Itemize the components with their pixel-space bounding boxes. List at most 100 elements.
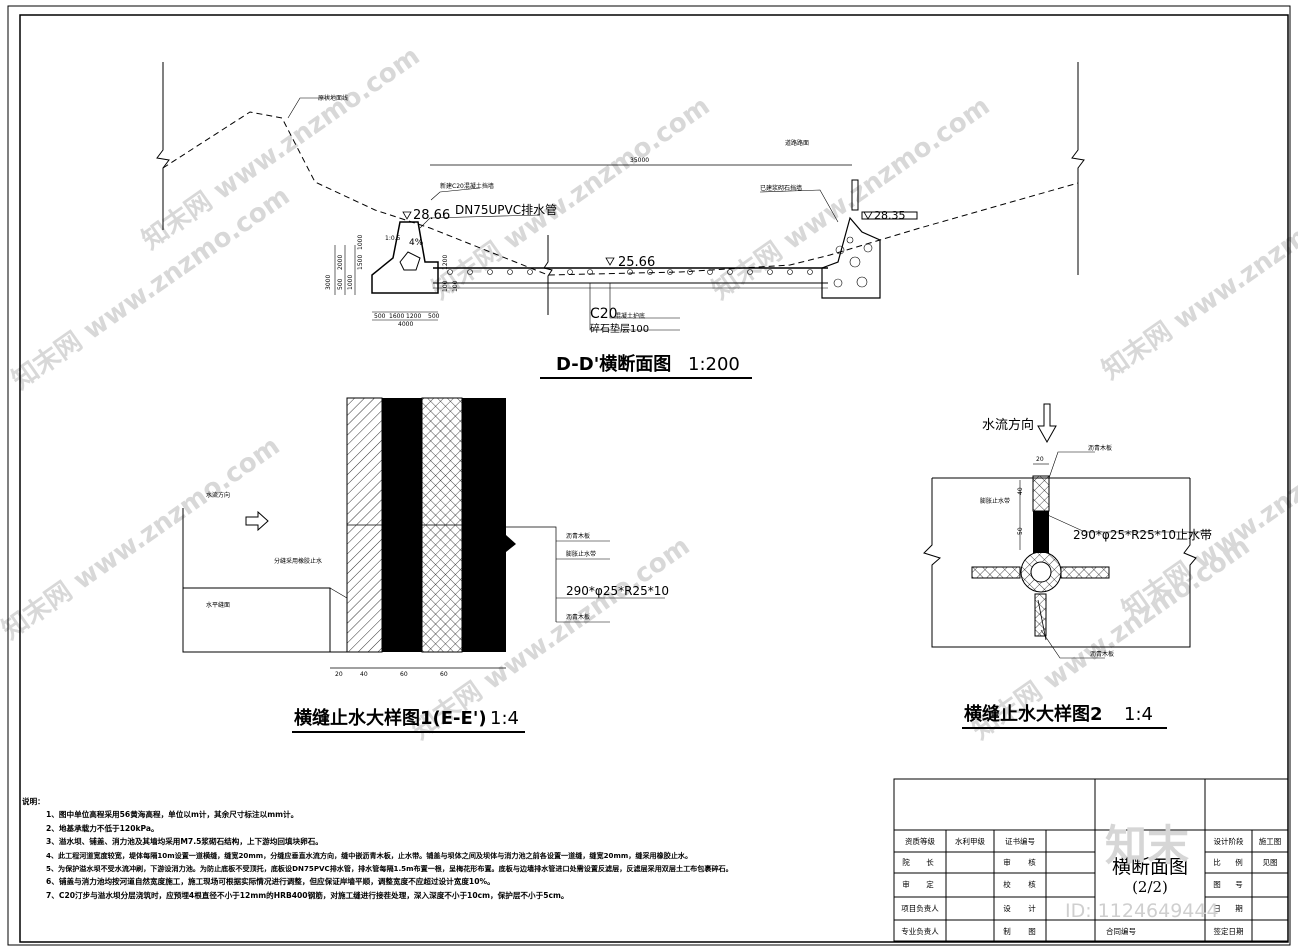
- d2-bottom-label: 沥青木板: [1090, 650, 1114, 658]
- drawing-sub: (2/2): [1132, 878, 1168, 896]
- tb-cell: 签定日期: [1213, 927, 1244, 936]
- tb-cell: 设计阶段: [1213, 837, 1244, 846]
- tb-cell: 院: [902, 858, 910, 867]
- gradient-label: 4%: [409, 238, 424, 248]
- watermark: 知末网 www.znzmo.com: [137, 41, 426, 256]
- note-item: 6、铺盖与消力池均按河道自然宽度施工，施工现场可根据实际情况进行调整，但应保证岸…: [46, 877, 495, 887]
- dim-v: 2000: [337, 255, 344, 270]
- tb-cell: 长: [926, 858, 934, 867]
- detail2-title: 横缝止水大样图2: [964, 703, 1103, 725]
- dim-b: 500: [428, 313, 440, 320]
- tb-cell: 核: [1028, 880, 1036, 889]
- tb-cell: 审: [902, 880, 910, 889]
- title-block-frame: [893, 778, 1289, 942]
- tb-cell: 例: [1235, 858, 1243, 867]
- outer-border: [7, 5, 1291, 946]
- dim-b: 4000: [398, 321, 413, 328]
- dim-v: 1000: [347, 275, 354, 290]
- c20-label: C20: [590, 306, 618, 322]
- watermark: 知末网 www.znzmo.com: [707, 91, 996, 306]
- tb-cell: 合同编号: [1106, 927, 1136, 936]
- dim-b: 1600: [389, 313, 404, 320]
- d1-legend: 膨胀止水带: [566, 550, 596, 558]
- tb-cell: 计: [1028, 904, 1036, 913]
- watermark: 知末网 www.znzmo.com: [7, 181, 296, 396]
- d1-joint-label: 分缝采用橡胶止水: [274, 557, 322, 565]
- c20-rest-label: 混凝土护底: [615, 312, 645, 320]
- elev-left: 28.66: [413, 208, 450, 223]
- id-text: ID: 1124649444: [1065, 900, 1219, 922]
- detail-1: 水流方向 分缝采用橡胶止水 水平缝面 沥青木板 膨胀止水带 290*φ25*R2…: [182, 397, 669, 733]
- dim-v: 100: [452, 280, 459, 292]
- d1-dim: 60: [400, 671, 408, 678]
- elev-right: 28.35: [874, 209, 906, 222]
- tb-cell: 专业负责人: [901, 927, 939, 936]
- section-dd-scale: 1:200: [688, 354, 740, 375]
- note-item: 5、为保护溢水坝不受水流冲刷，下游设消力池。为防止底板不受顶托，底板设DN75P…: [46, 864, 733, 874]
- tb-cell: 日: [1213, 904, 1221, 913]
- left-wall-label: 新建C20混凝土挡墙: [440, 182, 494, 190]
- tb-cell: 期: [1235, 904, 1243, 913]
- inner-border: [19, 14, 1289, 943]
- road-label: 道路路面: [785, 139, 809, 147]
- gravel-label: 碎石垫层100: [590, 322, 649, 335]
- elev-bed: 25.66: [618, 255, 655, 270]
- section-dd: [156, 62, 1085, 379]
- right-wall-label: 已建浆砌石挡墙: [760, 184, 802, 192]
- tb-cell: 见图: [1262, 858, 1278, 867]
- tb-cell: 校: [1003, 880, 1011, 889]
- watermarks: 知末网 www.znzmo.com 知末网 www.znzmo.com 知末网 …: [0, 41, 1298, 746]
- d2-dim: 40: [1017, 487, 1024, 495]
- d1-flow-label: 水流方向: [206, 491, 230, 499]
- tb-cell: 核: [1028, 858, 1036, 867]
- tb-cell: 图: [1028, 927, 1036, 936]
- natural-ground-label: 原状地面线: [318, 94, 348, 102]
- d1-horizontal-label: 水平缝面: [206, 601, 230, 609]
- tb-cell: 审: [1003, 858, 1011, 867]
- watermark: 知末网 www.znzmo.com: [0, 431, 285, 646]
- detail2-scale: 1:4: [1124, 704, 1153, 725]
- dim-v: 1500: [357, 255, 364, 270]
- detail1-title: 横缝止水大样图1(E-E'): [294, 707, 487, 729]
- watermark: 知末网 www.znzmo.com: [1117, 411, 1298, 626]
- tb-cell: 施工图: [1258, 837, 1282, 846]
- dim-v: 1000: [357, 235, 364, 250]
- detail1-scale: 1:4: [490, 708, 519, 729]
- note-item: 7、C20汀步与溢水坝分层浇筑时，应预埋4根直径不小于12mm的HRB400钢筋…: [46, 890, 569, 900]
- tb-cell: 比: [1213, 858, 1221, 867]
- tb-cell: 图: [1213, 880, 1221, 889]
- notes-heading: 说明：: [22, 797, 45, 806]
- note-item: 2、地基承载力不低于120kPa。: [46, 823, 159, 833]
- d2-mid-label: 290*φ25*R25*10止水带: [1073, 528, 1212, 542]
- d2-dim: 50: [1017, 527, 1024, 535]
- pipe-label: DN75UPVC排水管: [455, 202, 557, 217]
- d1-dim: 60: [440, 671, 448, 678]
- section-dd-text: 原状地面线 新建C20混凝土挡墙 已建浆砌石挡墙 道路路面 DN75UPVC排水…: [318, 94, 906, 375]
- tb-cell: 号: [1235, 880, 1243, 889]
- note-item: 1、图中单位高程采用56黄海高程，单位以m计，其余尺寸标注以mm计。: [46, 810, 299, 820]
- d2-flow-label: 水流方向: [982, 417, 1034, 433]
- watermark: 知末网 www.znzmo.com: [1097, 171, 1298, 386]
- tb-cell: 水利甲级: [955, 837, 985, 846]
- d1-dim: 20: [335, 671, 343, 678]
- tb-cell: 证书编号: [1005, 837, 1035, 846]
- d2-top-label: 沥青木板: [1088, 444, 1112, 452]
- d1-dim: 40: [360, 671, 368, 678]
- d1-legend: 290*φ25*R25*10: [566, 584, 669, 598]
- dim-b: 1200: [406, 313, 421, 320]
- dim-v: 1200: [442, 255, 449, 270]
- d1-legend: 沥青木板: [566, 532, 590, 540]
- tb-cell: 设: [1003, 904, 1011, 913]
- dim-span: 35000: [630, 157, 649, 164]
- notes: 说明： 1、图中单位高程采用56黄海高程，单位以m计，其余尺寸标注以mm计。 2…: [22, 795, 882, 902]
- note-item: 4、此工程河道宽度较宽，堤体每隔10m设置一道横缝，缝宽20mm，分缝应垂直水流…: [46, 850, 693, 860]
- drawing-name: 横断面图: [1111, 856, 1188, 878]
- dim-v: 3000: [325, 275, 332, 290]
- tb-cell: 项目负责人: [901, 904, 939, 913]
- note-item: 3、溢水坝、铺盖、消力池及其墙均采用M7.5浆砌石结构，上下游均回填块卵石。: [46, 837, 323, 847]
- tb-cell: 资质等级: [905, 837, 935, 846]
- slope-label: 1:0.5: [385, 235, 401, 242]
- dim-b: 500: [374, 313, 386, 320]
